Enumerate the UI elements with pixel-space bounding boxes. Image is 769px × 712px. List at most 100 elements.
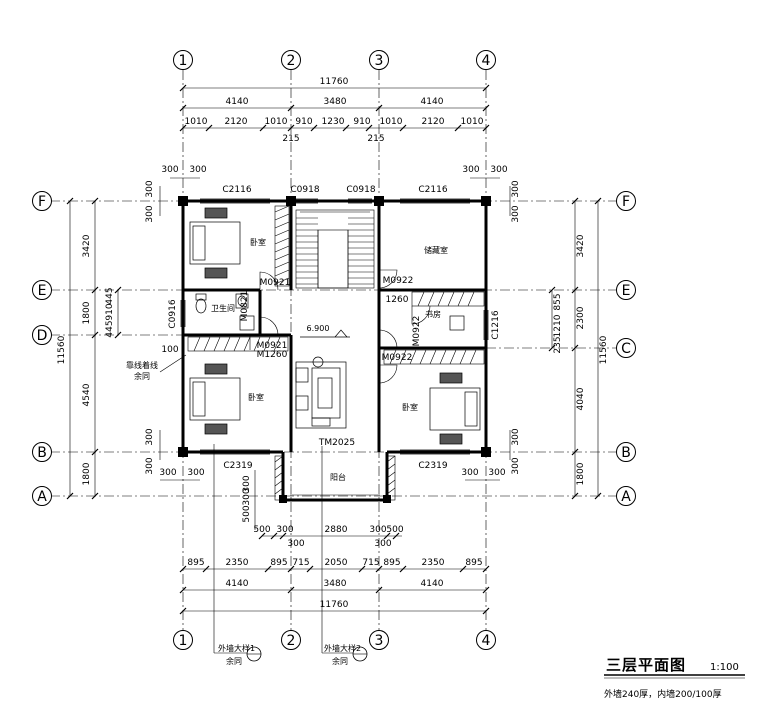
axis-label: B: [621, 445, 631, 461]
dim-corner-300: 300: [145, 180, 155, 197]
room-label: 卧室: [250, 237, 266, 247]
axis-label: F: [38, 194, 46, 210]
room-label: 阳台: [330, 472, 346, 482]
balcony-railing: [274, 455, 396, 501]
dim-corner-300: 300: [511, 180, 521, 197]
dim-right-detail: 235: [553, 336, 563, 353]
dim-corner-300: 300: [511, 205, 521, 222]
axis-label: F: [622, 194, 630, 210]
left-dimensions: 11560 3420 1800 4540 1800 910 445 445 10…: [57, 197, 205, 500]
axis-label: 2: [287, 633, 296, 649]
dim-corner-300: 300: [187, 468, 204, 478]
dim-left-detail: 445: [105, 287, 115, 304]
dim-top-small: 215: [282, 134, 299, 144]
room-labels: 卧室 储藏室 卫生间 书房 卧室 卧室 阳台 6.900 靠线着线 余同: [126, 237, 448, 482]
dim-corner-300: 300: [511, 428, 521, 445]
axis-bubble-F-left: F: [32, 191, 52, 211]
axis-label: B: [37, 445, 47, 461]
dim-bottom-detail: 895: [383, 558, 400, 568]
window-label: C2116: [222, 185, 251, 195]
door-label: M0921: [260, 278, 291, 288]
elevation-label: 6.900: [307, 324, 330, 333]
window-label: C1216: [491, 310, 501, 339]
bath-fixture-icon: [239, 315, 255, 331]
elevation-marker: [300, 329, 350, 338]
door-label: M1260: [257, 350, 288, 360]
window-label: C2319: [418, 461, 447, 471]
dim-top-detail: 1230: [322, 117, 345, 127]
bed-se-icon: [429, 372, 481, 445]
dim-top-bay: 3480: [324, 97, 347, 107]
title-block: 三层平面图 1:100 外墙240厚，内墙200/100厚: [604, 656, 745, 700]
door-label: M0921: [257, 341, 288, 351]
opening-labels: C2116 C0918 C0918 C2116 M0921 M0922 M082…: [168, 185, 501, 471]
bed-nw-icon: [189, 207, 241, 279]
dim-corner-300: 300: [145, 428, 155, 445]
dim-top-detail: 910: [295, 117, 312, 127]
axis-bubble-2-top: 2: [281, 50, 301, 70]
side-note-leader: [159, 354, 187, 373]
study-desk-icon: [449, 315, 465, 331]
dim-balcony-vertical: 300: [242, 475, 252, 492]
dim-bottom-detail: 895: [465, 558, 482, 568]
side-note: 余同: [134, 371, 150, 381]
axis-label: 4: [482, 633, 491, 649]
dim-top-detail: 1010: [461, 117, 484, 127]
window-label: C2319: [223, 461, 252, 471]
axis-bubble-A-right: A: [616, 486, 636, 506]
axis-bubble-B-right: B: [616, 442, 636, 462]
wardrobes: [187, 205, 485, 365]
dim-left-bay: 4540: [82, 383, 92, 406]
dim-left-detail: 445: [105, 320, 115, 337]
dim-balcony: 300: [369, 525, 386, 535]
dim-bottom-total: 11760: [320, 600, 349, 610]
balcony-dimensions: 500 300 2880 300 500 300 300 300 500 300: [242, 470, 404, 549]
detail-callout-sub: 余同: [226, 656, 242, 666]
axis-bubble-A-left: A: [32, 486, 52, 506]
axis-bubble-D-left: D: [32, 325, 52, 345]
walls: [181, 199, 488, 502]
dim-right-bay: 2300: [576, 306, 586, 329]
dim-bottom-bay: 3480: [324, 579, 347, 589]
drawing-scale: 1:100: [710, 662, 739, 673]
dim-left-bay: 1800: [82, 462, 92, 485]
door-label: M0922: [383, 276, 414, 286]
axis-grid-lines: [50, 70, 618, 632]
dim-balcony: 500: [386, 525, 403, 535]
axis-label: 3: [375, 53, 384, 69]
dim-right-bay: 1800: [576, 462, 586, 485]
dim-left-total: 11560: [57, 335, 67, 364]
detail-callout-label: 外墙大样2: [324, 643, 361, 653]
axis-bubble-3-bottom: 3: [369, 630, 389, 650]
detail-callout-label: 外墙大样1: [218, 643, 255, 653]
doors: [249, 269, 431, 384]
dim-top-small: 215: [367, 134, 384, 144]
room-label: 卧室: [248, 392, 264, 402]
right-dimensions: 11560 3420 2300 4040 1800 855 1210 235 3…: [461, 197, 609, 500]
axis-label: D: [37, 328, 48, 344]
dim-right-total: 11560: [599, 335, 609, 364]
axis-label: E: [622, 283, 631, 299]
window-label: C0916: [168, 299, 178, 328]
axis-label: 3: [375, 633, 384, 649]
dim-corner-300: 300: [145, 457, 155, 474]
dim-bottom-detail: 715: [292, 558, 309, 568]
dim-bottom-bay: 4140: [421, 579, 444, 589]
axis-label: 1: [179, 633, 188, 649]
dim-right-bay: 3420: [576, 234, 586, 257]
dim-bottom-detail: 2050: [325, 558, 348, 568]
dim-top-detail: 1010: [380, 117, 403, 127]
dim-corner-300: 300: [488, 468, 505, 478]
dim-top-total: 11760: [320, 77, 349, 87]
axis-label: C: [621, 341, 631, 357]
axis-label: A: [37, 489, 47, 505]
dim-corner-300: 300: [159, 468, 176, 478]
dim-top-detail: 1010: [185, 117, 208, 127]
dim-corner-300: 300: [511, 457, 521, 474]
toilet-icon: [195, 293, 207, 314]
door-label: TM2025: [318, 438, 355, 448]
door-label: M0821: [240, 291, 250, 322]
axis-bubble-E-right: E: [616, 280, 636, 300]
axis-label: 2: [287, 53, 296, 69]
